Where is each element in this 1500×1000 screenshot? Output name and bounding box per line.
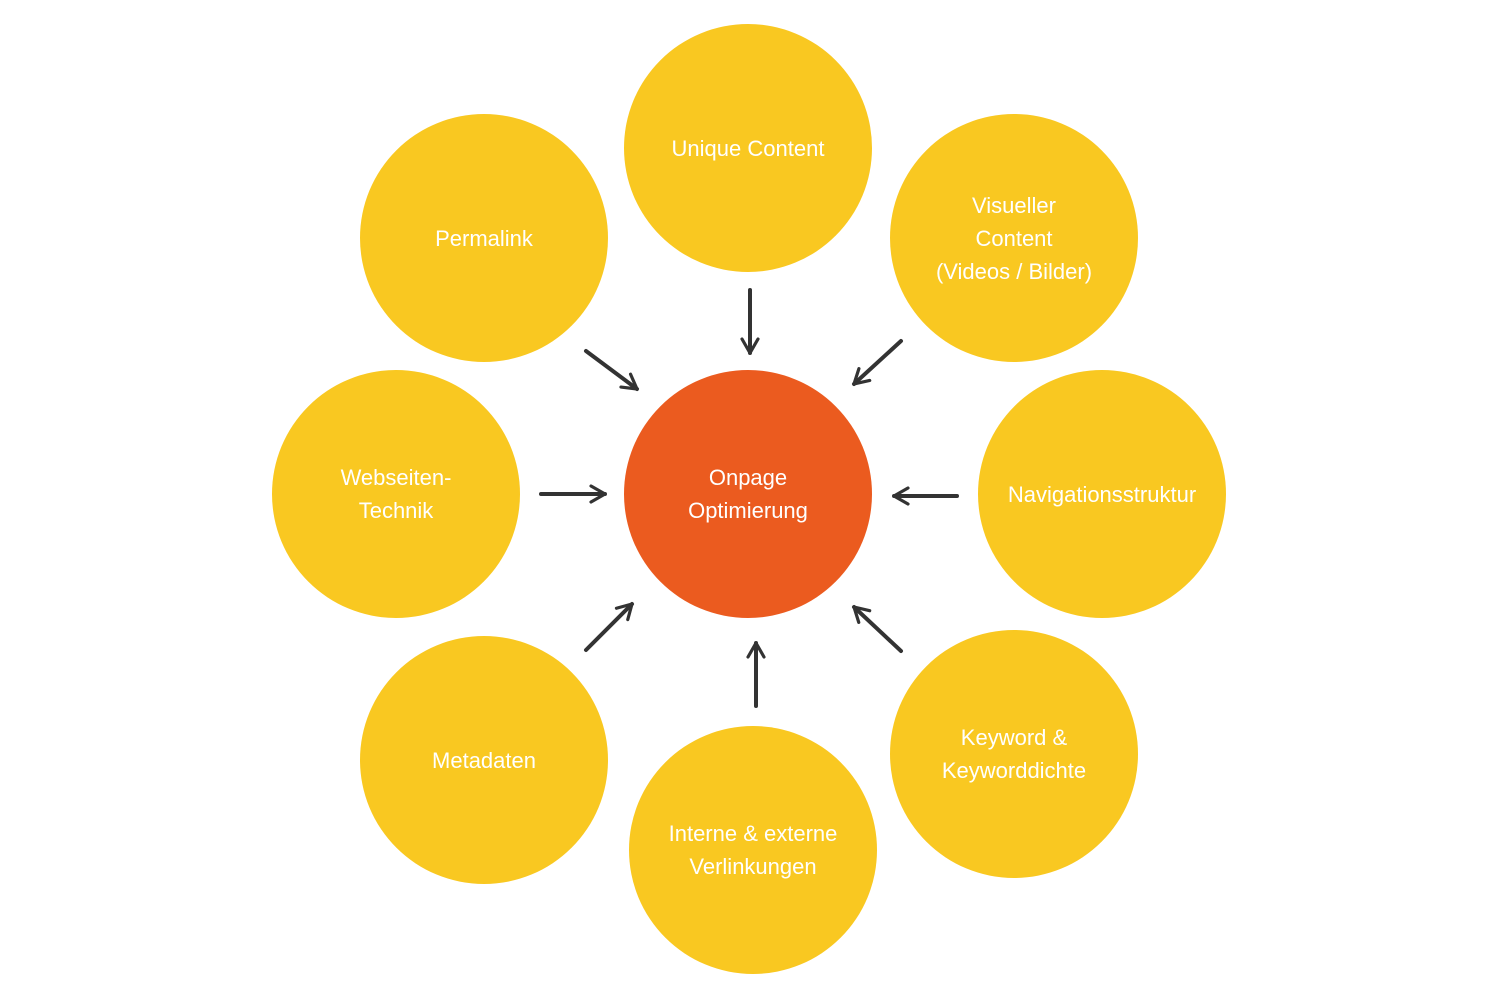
node-webseiten-technik: Webseiten- Technik xyxy=(272,370,520,618)
node-label: Visueller xyxy=(972,192,1056,218)
node-label: Unique Content xyxy=(671,135,825,161)
node-label: Navigationsstruktur xyxy=(1007,481,1197,507)
arrow-permalink xyxy=(584,349,639,391)
node-label: Webseiten- xyxy=(340,465,452,490)
node-label: Metadaten xyxy=(432,747,536,773)
node-label: Content xyxy=(975,225,1053,251)
node-interne-externe-verlinkungen: Interne & externe Verlinkungen xyxy=(629,726,877,974)
node-label: Keyworddichte xyxy=(941,758,1087,783)
node-navigationsstruktur: Navigationsstruktur xyxy=(978,370,1226,618)
center-label-line: Optimierung xyxy=(688,498,808,523)
node-metadaten: Metadaten xyxy=(360,636,608,884)
node-label: Verlinkungen xyxy=(689,854,817,879)
node-label: Interne & externe xyxy=(668,821,838,846)
node-label: Permalink xyxy=(435,225,533,251)
center-node-onpage-optimierung: Onpage Optimierung xyxy=(624,370,872,618)
node-keyword-keyworddichte: Keyword & Keyworddichte xyxy=(890,630,1138,878)
node-permalink: Permalink xyxy=(360,114,608,362)
node-unique-content: Unique Content xyxy=(624,24,872,272)
arrow-visueller-content xyxy=(852,339,903,386)
arrow-keyword xyxy=(852,605,903,653)
node-label: Technik xyxy=(358,498,434,523)
node-visueller-content: Visueller Content (Videos / Bilder) xyxy=(890,114,1138,362)
node-label: (Videos / Bilder) xyxy=(935,258,1093,284)
node-label: Keyword & xyxy=(960,725,1068,750)
arrow-metadaten xyxy=(584,602,634,652)
center-label-line: Onpage xyxy=(708,465,788,490)
